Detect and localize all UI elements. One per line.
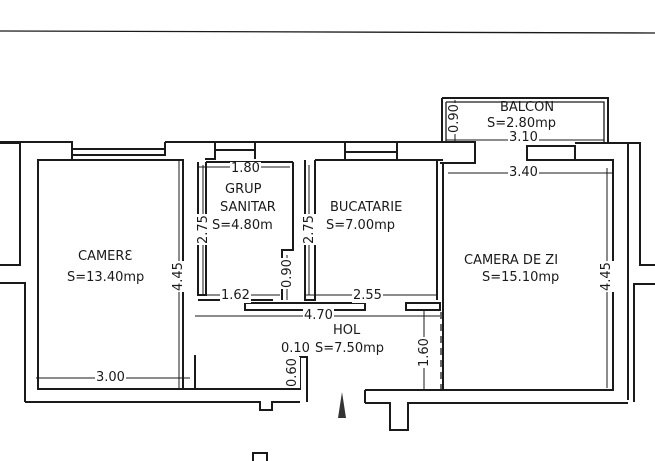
dim-camera-de-zi-height: 4.45	[599, 261, 614, 292]
dim-balcon-width: 3.10	[508, 130, 539, 145]
room-name-bucatarie: BUCATARIE	[330, 200, 403, 215]
dim-grup-sanitar-width-top: 1.80	[230, 161, 261, 176]
room-name-grup-sanitar-line1: GRUP	[225, 182, 262, 197]
room-area-bucatarie: S=7.00mp	[326, 218, 396, 233]
room-area-grup-sanitar: S=4.80m	[212, 218, 273, 233]
dim-hol-wall: 0.60	[285, 357, 300, 388]
interior-walls	[182, 159, 443, 402]
room-area-camera: S=13.40mp	[67, 270, 145, 285]
room-name-hol: HOL	[333, 323, 361, 338]
dim-balcon-depth: 0.90	[447, 103, 462, 134]
dim-camera-height: 4.45	[171, 261, 186, 292]
exterior-walls	[0, 141, 655, 431]
room-area-balcon: S=2.80mp	[487, 116, 557, 131]
dim-hol-depth: 1.60	[417, 337, 432, 368]
room-name-camera-de-zi: CAMERA DE ZI	[464, 253, 559, 268]
dim-grup-sanitar-niche: 0.90	[280, 258, 295, 289]
dim-hol-length: 4.70	[303, 308, 334, 323]
dim-bucatarie-width: 2.55	[352, 288, 383, 303]
room-name-camera: CAMERƐ	[78, 249, 133, 264]
bottom-wall-stub	[252, 452, 268, 461]
dim-camera-de-zi-width: 3.40	[508, 165, 539, 180]
room-area-camera-de-zi: S=15.10mp	[482, 270, 560, 285]
dim-bucatarie-height: 2.75	[302, 214, 317, 245]
dim-hol-offset: 0.10	[281, 341, 310, 356]
room-name-balcon: BALCON	[500, 100, 555, 115]
dim-grup-sanitar-width-bottom: 1.62	[220, 288, 251, 303]
dim-grup-sanitar-height: 2.75	[196, 214, 211, 245]
dim-camera-width: 3.00	[95, 370, 126, 385]
entrance-arrow-icon	[338, 392, 346, 418]
room-area-hol: S=7.50mp	[315, 341, 385, 356]
top-border-line	[0, 30, 655, 34]
balcony-outline	[441, 97, 609, 142]
room-name-grup-sanitar-line2: SANITAR	[220, 200, 276, 215]
